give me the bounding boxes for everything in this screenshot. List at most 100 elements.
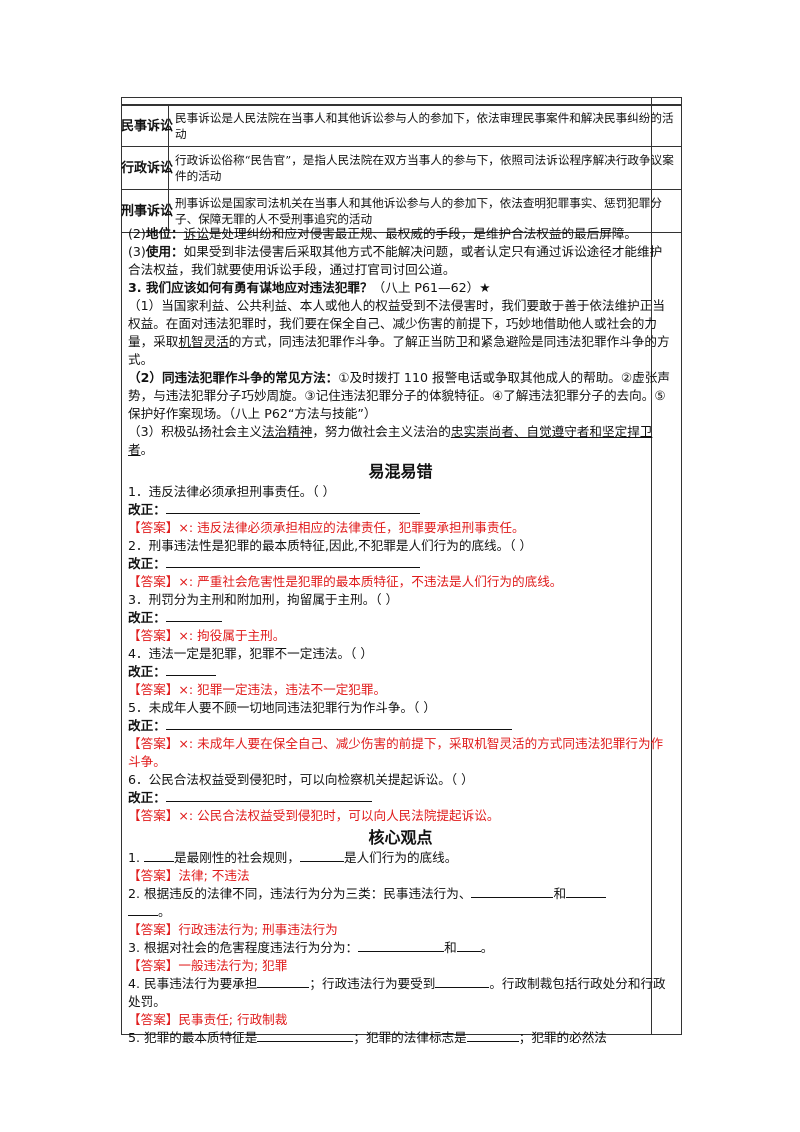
usage-lead: (3): [128, 244, 146, 259]
q3-p2-text: ①及时拨打 110 报警电话或争取其他成人的帮助。②虚张声势，与违法犯罪分子巧妙…: [128, 370, 670, 421]
error-question: 5．未成年人要不顾一切地同违法犯罪行为作斗争。（ ）: [128, 700, 436, 715]
fill-blank[interactable]: [144, 849, 175, 862]
term-cell: 民事诉讼: [121, 105, 173, 146]
answer-tag: 【答案】: [128, 868, 179, 883]
correction-blank[interactable]: [165, 789, 372, 802]
status-term: 诉讼: [183, 226, 209, 241]
q3-p3-text-end: 。: [140, 442, 154, 457]
core-q-text: 是人们行为的底线。: [343, 850, 458, 865]
answer-line: 【答案】×: 公民合法权益受到侵犯时，可以向人民法院提起诉讼。: [128, 807, 673, 825]
correction-label: 改正：: [128, 502, 166, 517]
q3-title: 3. 我们应该如何有勇有谋地应对违法犯罪？: [128, 280, 373, 295]
q3-p2-label: （2）同违法犯罪作斗争的常见方法：: [128, 370, 339, 385]
definition-row: 民事诉讼 民事诉讼是人民法院在当事人和其他诉讼参与人的参加下，依法审理民事案件和…: [121, 104, 682, 147]
correction-line: 改正：: [128, 717, 673, 735]
status-lead: (2): [128, 226, 146, 241]
correction-blank[interactable]: [165, 609, 222, 622]
definition-table: 民事诉讼 民事诉讼是人民法院在当事人和其他诉讼参与人的参加下，依法审理民事案件和…: [121, 104, 682, 233]
answer-text: ×: 拘役属于主刑。: [178, 628, 286, 643]
core-q-text: 。: [480, 940, 494, 955]
definition-cell: 行政诉讼俗称“民告官”，是指人民法院在双方当事人的参与下，依照司法诉讼程序解决行…: [175, 153, 674, 183]
q3-p3-term1: 法治精神: [261, 424, 313, 439]
answer-line: 【答案】×: 犯罪一定违法，违法不一定犯罪。: [128, 681, 673, 699]
answer-text: ×: 未成年人要在保全自己、减少伤害的前提下，采取机智灵活的方式同违法犯罪行为作…: [128, 736, 664, 769]
core-question: 2. 根据违反的法律不同，违法行为分为三类：民事违法行为、 和。: [128, 885, 673, 921]
q3-ref: （八上 P61—62）★: [372, 280, 491, 295]
correction-line: 改正：: [128, 663, 673, 681]
fill-blank[interactable]: [299, 849, 344, 862]
answer-text: ×: 犯罪一定违法，违法不一定犯罪。: [178, 682, 387, 697]
core-question: 5. 犯罪的最本质特征是；犯罪的法律标志是；犯罪的必然法: [128, 1029, 673, 1047]
table-top-rule: [122, 105, 681, 106]
core-question: 1. 是最刚性的社会规则， 是人们行为的底线。: [128, 849, 673, 867]
term-cell: 行政诉讼: [121, 147, 173, 189]
status-paragraph: (2)地位：诉讼是处理纠纷和应对侵害最正规、最权威的手段，是维护合法权益的最后屏…: [128, 225, 673, 243]
answer-tag: 【答案】: [128, 682, 179, 697]
section-title-errors: 易混易错: [368, 462, 433, 481]
correction-blank[interactable]: [165, 501, 420, 514]
answer-text: 一般违法行为; 犯罪: [178, 958, 288, 973]
core-q-text: 和: [553, 886, 567, 901]
answer-tag: 【答案】: [128, 736, 179, 751]
answer-tag: 【答案】: [128, 922, 179, 937]
definition-row: 刑事诉讼 刑事诉讼是国家司法机关在当事人和其他诉讼参与人的参加下，依法查明犯罪事…: [121, 190, 682, 233]
fill-blank[interactable]: [466, 1029, 519, 1042]
definition-cell: 民事诉讼是人民法院在当事人和其他诉讼参与人的参加下，依法审理民事案件和解决民事纠…: [175, 111, 674, 141]
fill-blank[interactable]: [257, 975, 310, 988]
answer-text: 行政违法行为; 刑事违法行为: [178, 922, 338, 937]
correction-line: 改正：: [128, 555, 673, 573]
fill-blank[interactable]: [257, 1029, 354, 1042]
correction-line: 改正：: [128, 501, 673, 519]
core-question: 4. 民事违法行为要承担；行政违法行为要受到。行政制裁包括行政处分和行政处罚。: [128, 975, 673, 1011]
core-q-text: 4. 民事违法行为要承担: [128, 976, 258, 991]
answer-text: ×: 严重社会危害性是犯罪的最本质特征，不违法是人们行为的底线。: [178, 574, 563, 589]
answer-line: 【答案】民事责任; 行政制裁: [128, 1011, 673, 1029]
q3-p3-term2: 忠实崇尚者、自觉遵守者和坚定捍卫者: [128, 424, 653, 457]
answer-line: 【答案】行政违法行为; 刑事违法行为: [128, 921, 673, 939]
fill-blank[interactable]: [358, 939, 445, 952]
usage-paragraph: (3)使用：如果受到非法侵害后采取其他方式不能解决问题，或者认定只有通过诉讼途径…: [128, 243, 673, 279]
fill-blank[interactable]: [566, 885, 607, 898]
answer-tag: 【答案】: [128, 574, 179, 589]
q3-point-2: （2）同违法犯罪作斗争的常见方法：①及时拨打 110 报警电话或争取其他成人的帮…: [128, 369, 673, 423]
error-question: 1．违反法律必须承担刑事责任。（ ）: [128, 484, 336, 499]
correction-label: 改正：: [128, 610, 166, 625]
fill-blank[interactable]: [456, 939, 481, 952]
page-frame: [121, 97, 682, 1035]
answer-tag: 【答案】: [128, 1012, 179, 1027]
core-q-text: 是最刚性的社会规则，: [174, 850, 300, 865]
error-question: 4．违法一定是犯罪，犯罪不一定违法。（ ）: [128, 646, 373, 661]
answer-text: 法律; 不违法: [178, 868, 250, 883]
correction-line: 改正：: [128, 789, 673, 807]
usage-label: 使用：: [145, 244, 184, 259]
error-question: 6．公民合法权益受到侵犯时，可以向检察机关提起诉讼。（ ）: [128, 772, 474, 787]
core-q-text: 1.: [128, 850, 141, 865]
correction-label: 改正：: [128, 664, 166, 679]
answer-tag: 【答案】: [128, 520, 179, 535]
core-q-text: ；犯罪的法律标志是: [353, 1030, 467, 1045]
correction-blank[interactable]: [165, 717, 512, 730]
correction-label: 改正：: [128, 790, 166, 805]
correction-blank[interactable]: [165, 555, 420, 568]
answer-text: ×: 公民合法权益受到侵犯时，可以向人民法院提起诉讼。: [178, 808, 500, 823]
error-question: 2．刑事违法性是犯罪的最本质特征,因此,不犯罪是人们行为的底线。（ ）: [128, 538, 533, 553]
answer-text: 民事责任; 行政制裁: [178, 1012, 288, 1027]
q3-p1-text: （1）当国家利益、公共利益、本人或他人的权益受到不法侵害时，我们要敢于善于依法维…: [128, 298, 665, 349]
definition-cell: 刑事诉讼是国家司法机关在当事人和其他诉讼参与人的参加下，依法查明犯罪事实、惩罚犯…: [175, 196, 662, 226]
correction-blank[interactable]: [165, 663, 216, 676]
correction-label: 改正：: [128, 718, 166, 733]
correction-line: 改正：: [128, 609, 673, 627]
core-q-text: 3. 根据对社会的危害程度违法行为分为：: [128, 940, 359, 955]
answer-line: 【答案】×: 未成年人要在保全自己、减少伤害的前提下，采取机智灵活的方式同违法犯…: [128, 735, 673, 771]
core-q-text: 2. 根据违反的法律不同，违法行为分为三类：民事违法行为、: [128, 886, 472, 901]
status-label: 地位：: [145, 226, 184, 241]
usage-text: 如果受到非法侵害后采取其他方式不能解决问题，或者认定只有通过诉讼途径才能维护合法…: [128, 244, 663, 277]
core-q-text: 。: [158, 904, 171, 919]
content-body: (2)地位：诉讼是处理纠纷和应对侵害最正规、最权威的手段，是维护合法权益的最后屏…: [128, 225, 673, 1047]
fill-blank[interactable]: [435, 975, 490, 988]
answer-tag: 【答案】: [128, 958, 179, 973]
fill-blank[interactable]: [471, 885, 554, 898]
q3-p3-text-mid: ，努力做社会主义法治的: [312, 424, 451, 439]
section-title-core: 核心观点: [368, 828, 433, 847]
fill-blank[interactable]: [128, 903, 158, 916]
